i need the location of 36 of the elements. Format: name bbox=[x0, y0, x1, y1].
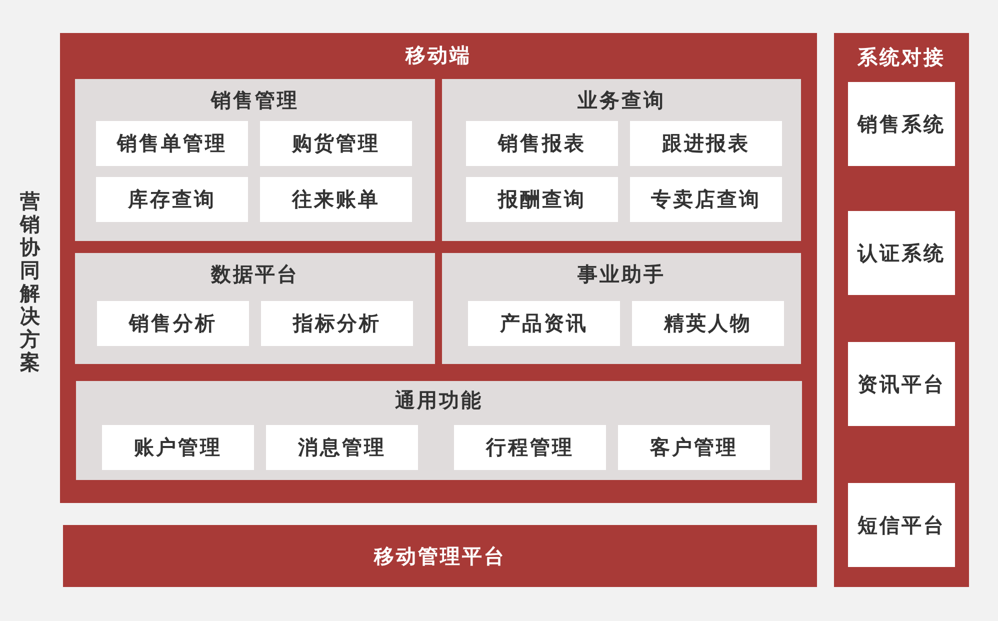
function-box: 消息管理 bbox=[266, 425, 418, 470]
panel-heading: 销售管理 bbox=[211, 88, 299, 112]
platform-bar: 移动管理平台 bbox=[63, 525, 817, 587]
function-box: 销售系统 bbox=[848, 82, 955, 166]
module-panel bbox=[442, 253, 801, 364]
function-box: 库存查询 bbox=[96, 177, 248, 222]
function-box: 指标分析 bbox=[261, 301, 413, 346]
function-box: 报酬查询 bbox=[466, 177, 618, 222]
function-box: 产品资讯 bbox=[468, 301, 620, 346]
function-box: 销售单管理 bbox=[96, 121, 248, 166]
panel-heading: 移动端 bbox=[406, 43, 472, 67]
function-box: 销售报表 bbox=[466, 121, 618, 166]
panel-heading: 事业助手 bbox=[578, 262, 666, 286]
function-box: 短信平台 bbox=[848, 483, 955, 567]
section-panel bbox=[834, 33, 969, 587]
function-box: 销售分析 bbox=[97, 301, 249, 346]
panel-heading: 数据平台 bbox=[211, 262, 299, 286]
function-box: 往来账单 bbox=[260, 177, 412, 222]
section-panel bbox=[60, 33, 817, 503]
panel-heading: 系统对接 bbox=[858, 45, 946, 69]
function-box: 资讯平台 bbox=[848, 342, 955, 426]
function-box: 认证系统 bbox=[848, 211, 955, 295]
panel-heading: 通用功能 bbox=[395, 388, 483, 412]
module-panel bbox=[442, 79, 801, 241]
function-box: 客户管理 bbox=[618, 425, 770, 470]
module-panel bbox=[75, 79, 435, 241]
module-panel bbox=[75, 253, 435, 364]
module-panel bbox=[76, 381, 802, 480]
function-box: 行程管理 bbox=[454, 425, 606, 470]
side-label: 营销协同解决方案 bbox=[18, 190, 42, 374]
function-box: 购货管理 bbox=[260, 121, 412, 166]
function-box: 账户管理 bbox=[102, 425, 254, 470]
function-box: 专卖店查询 bbox=[630, 177, 782, 222]
function-box: 跟进报表 bbox=[630, 121, 782, 166]
panel-heading: 业务查询 bbox=[578, 88, 666, 112]
function-box: 精英人物 bbox=[632, 301, 784, 346]
